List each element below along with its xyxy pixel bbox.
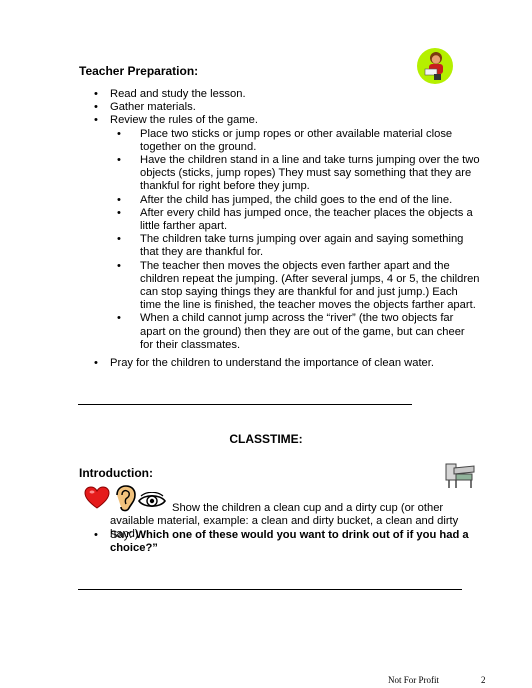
list-item: The children take turns jumping over aga… (105, 233, 480, 259)
say-list: Say: Which one of these would you want t… (80, 529, 480, 555)
list-item: Gather materials. (80, 101, 480, 114)
school-desk-icon (444, 460, 476, 490)
list-item: After every child has jumped once, the t… (105, 207, 480, 233)
footer-text: Not For Profit (388, 675, 440, 685)
section-divider (78, 589, 462, 590)
list-item: Pray for the children to understand the … (80, 357, 480, 370)
ear-icon (115, 485, 137, 513)
rules-list: Place two sticks or jump ropes or other … (110, 128, 480, 352)
list-item: Have the children stand in a line and ta… (105, 154, 480, 194)
list-item: When a child cannot jump across the “riv… (105, 312, 480, 352)
list-item: Review the rules of the game. Place two … (80, 114, 480, 352)
section-divider (78, 404, 412, 405)
list-item: The teacher then moves the objects even … (105, 260, 480, 313)
page-number: 2 (481, 675, 486, 685)
intro-heading: Introduction: (79, 466, 153, 480)
list-item: After the child has jumped, the child go… (105, 194, 480, 207)
list-item: Place two sticks or jump ropes or other … (105, 128, 480, 154)
person-reading-icon (416, 47, 454, 85)
heart-icon (84, 486, 110, 510)
pray-list: Pray for the children to understand the … (80, 357, 480, 370)
prep-heading: Teacher Preparation: (79, 64, 199, 78)
classtime-heading: CLASSTIME: (229, 432, 303, 446)
say-quote: Which one of these would you want to dri… (110, 529, 469, 555)
list-item: Say: Which one of these would you want t… (80, 529, 480, 555)
eye-icon (138, 491, 166, 510)
list-item: Read and study the lesson. (80, 88, 480, 101)
prep-list: Read and study the lesson. Gather materi… (80, 88, 480, 352)
